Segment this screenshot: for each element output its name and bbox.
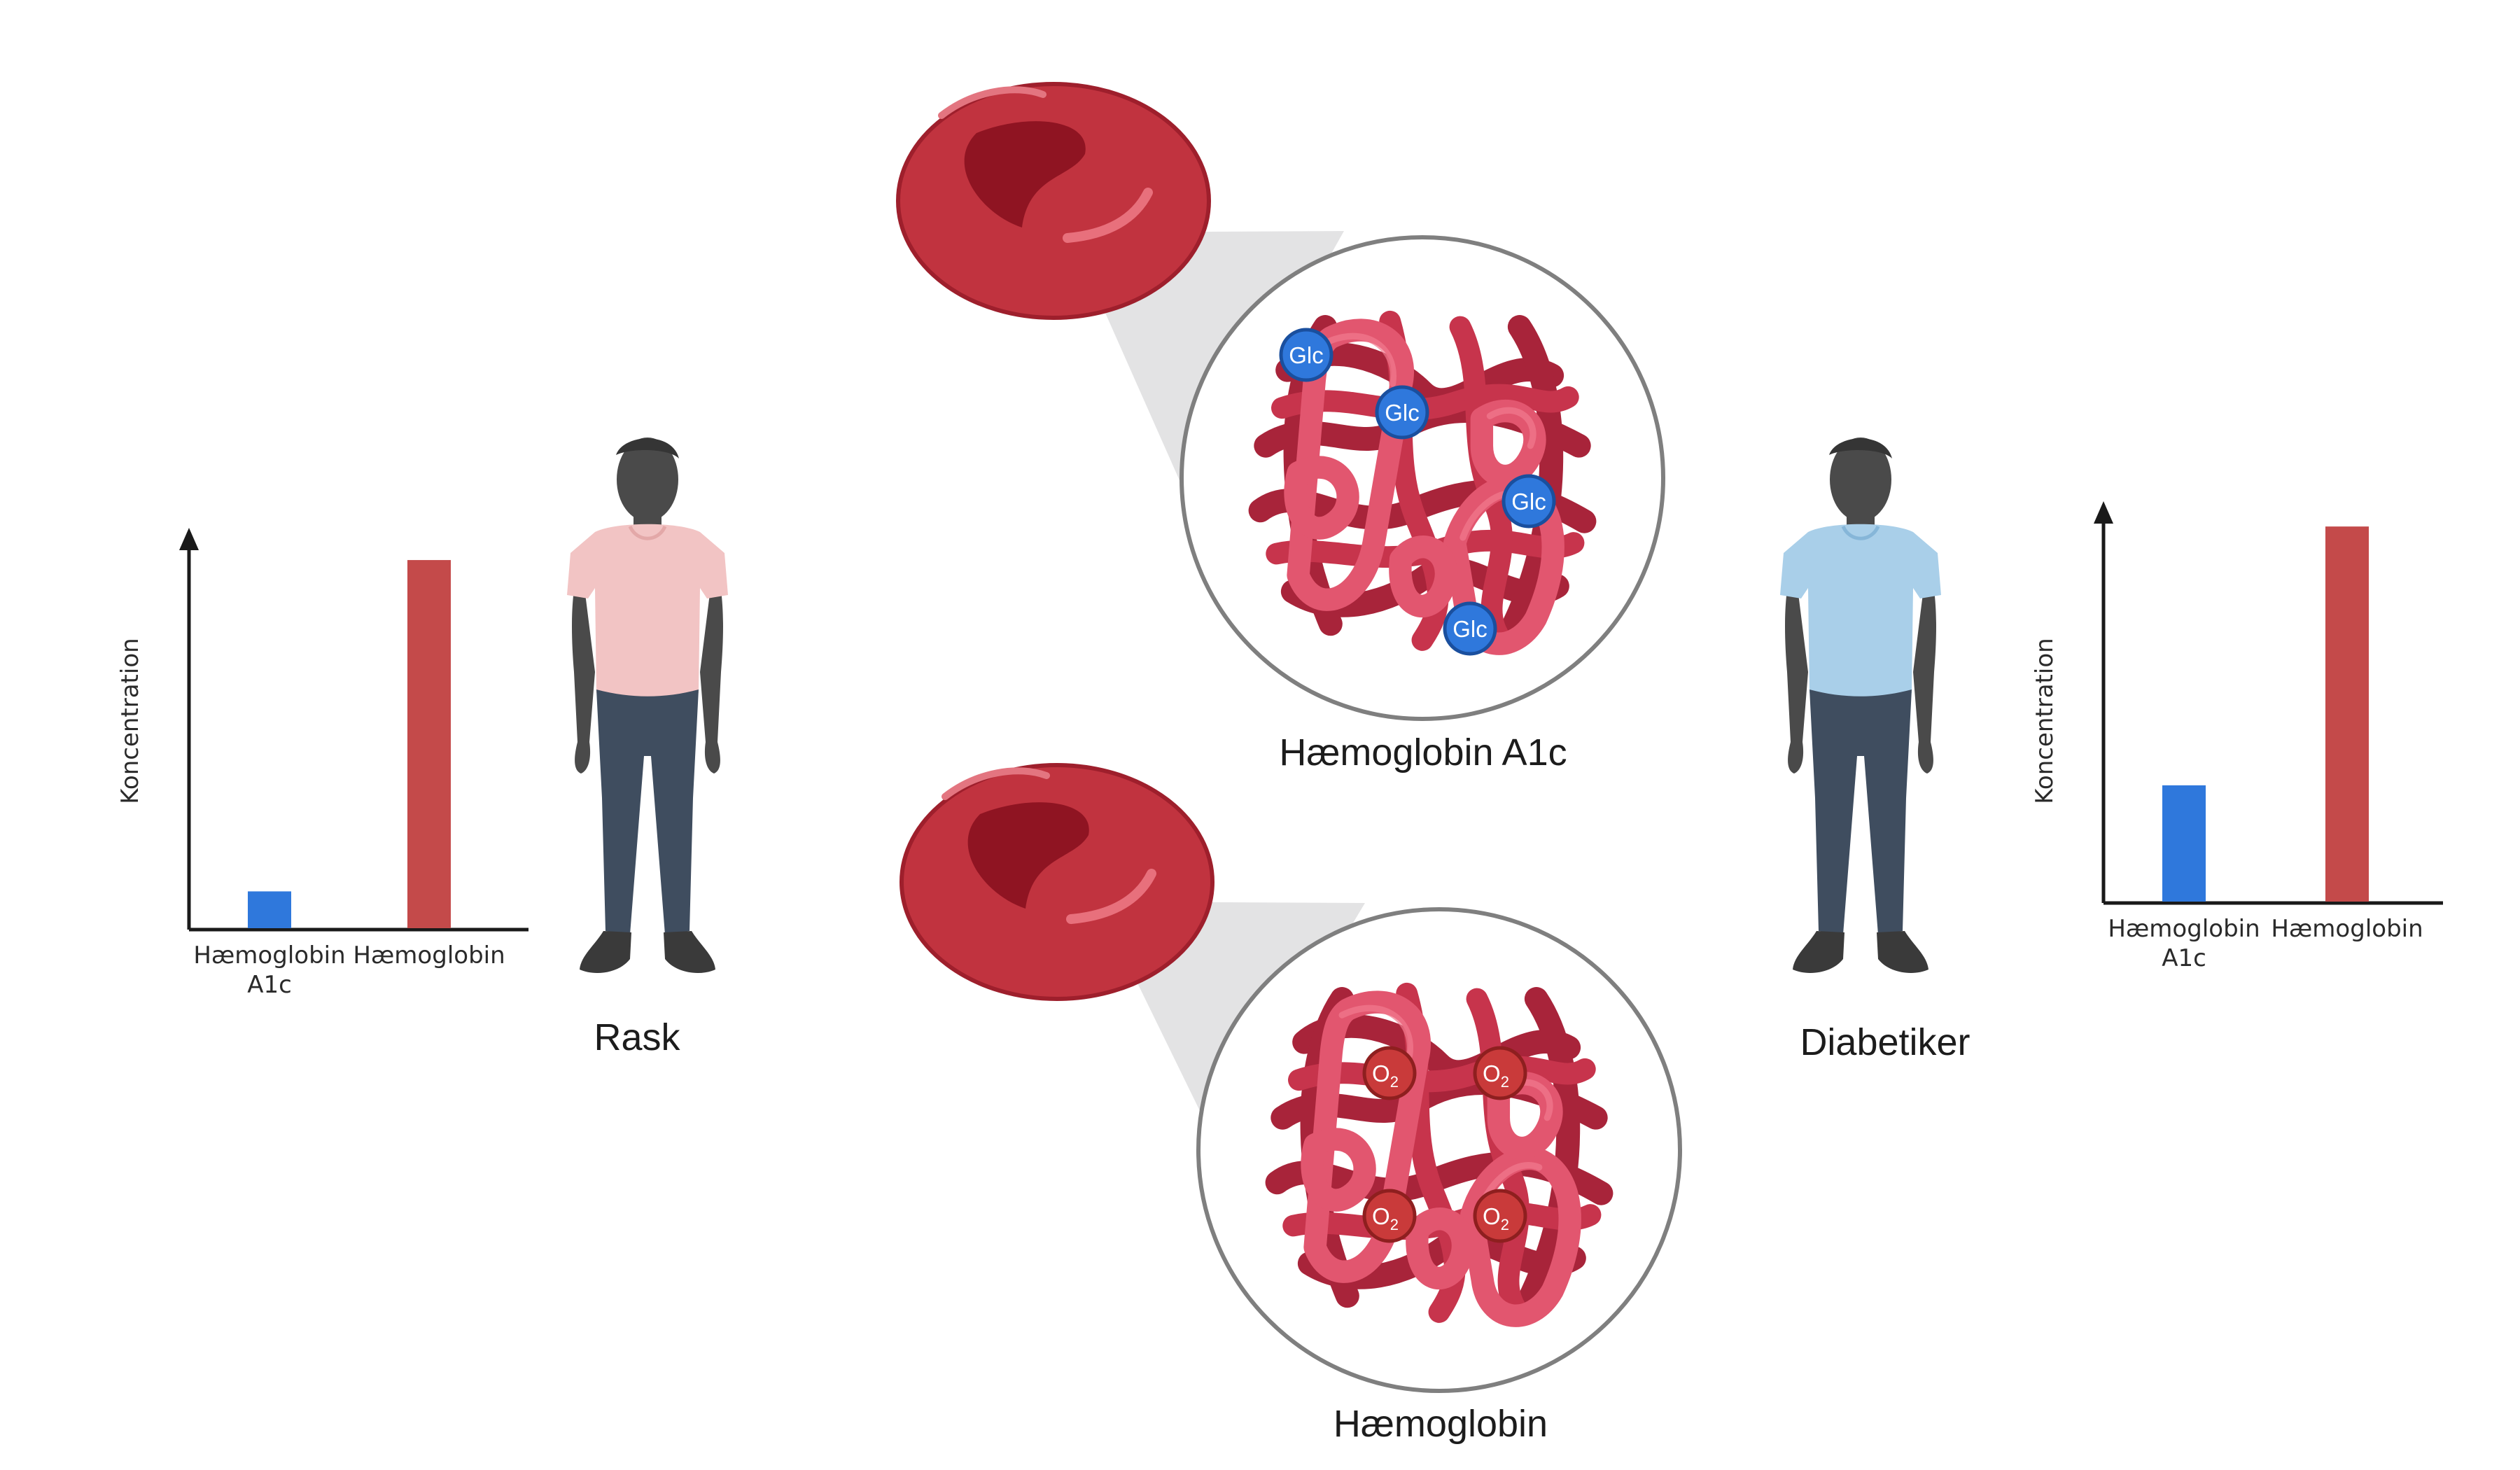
x-tick-label: Hæmoglobin [2108,915,2260,943]
y-axis-arrow [179,528,199,550]
glucose-marker: Glc [1279,328,1334,382]
healthy-shirt [567,524,728,701]
diabetic-shirt [1780,524,1941,701]
oxygen-marker: O2 [1362,1189,1417,1243]
bar [248,891,291,928]
glucose-marker: Glc [1375,385,1429,440]
glucose-label: Glc [1511,489,1546,514]
red-blood-cell-bottom [899,763,1214,1001]
oxygen-label: O2 [1372,1203,1399,1233]
x-tick-label: Hæmoglobin [2271,915,2423,943]
diabetic-pants [1809,690,1912,934]
oxygen-label: O2 [1483,1060,1509,1091]
glucose-label: Glc [1385,400,1420,426]
bar [407,560,451,928]
y-axis-arrow [2094,501,2113,524]
x-tick-label: Hæmoglobin [193,941,345,969]
diabetic-label: Diabetiker [1800,1021,1970,1063]
x-tick-label: A1c [247,971,292,999]
hemoglobin-zoom-circle: O2 O2 O2 O2 [1196,907,1682,1393]
bar [2162,785,2206,902]
hemoglobin-label: Hæmoglobin [1334,1403,1548,1445]
hba1c-zoom-circle: Glc Glc Glc Glc [1180,235,1665,721]
healthy-pants [596,690,699,934]
oxygen-marker: O2 [1473,1189,1527,1243]
x-tick-label: Hæmoglobin [353,941,505,969]
y-axis-label: Koncentration [2031,638,2059,804]
glucose-marker: Glc [1443,601,1497,656]
oxygen-label: O2 [1372,1060,1399,1091]
red-blood-cell-top [896,82,1211,320]
hba1c-label: Hæmoglobin A1c [1279,732,1567,774]
glucose-label: Glc [1452,616,1488,642]
diabetic-person-figure [1780,438,1941,973]
healthy-label: Rask [594,1016,680,1058]
oxygen-marker: O2 [1473,1046,1527,1100]
glucose-marker: Glc [1502,474,1556,528]
x-tick-label: A1c [2162,944,2206,972]
oxygen-label: O2 [1483,1203,1509,1233]
y-axis-label: Koncentration [116,638,144,804]
glucose-label: Glc [1289,342,1324,368]
healthy-person-figure [567,438,728,973]
oxygen-marker: O2 [1362,1046,1417,1100]
bar [2325,526,2369,902]
